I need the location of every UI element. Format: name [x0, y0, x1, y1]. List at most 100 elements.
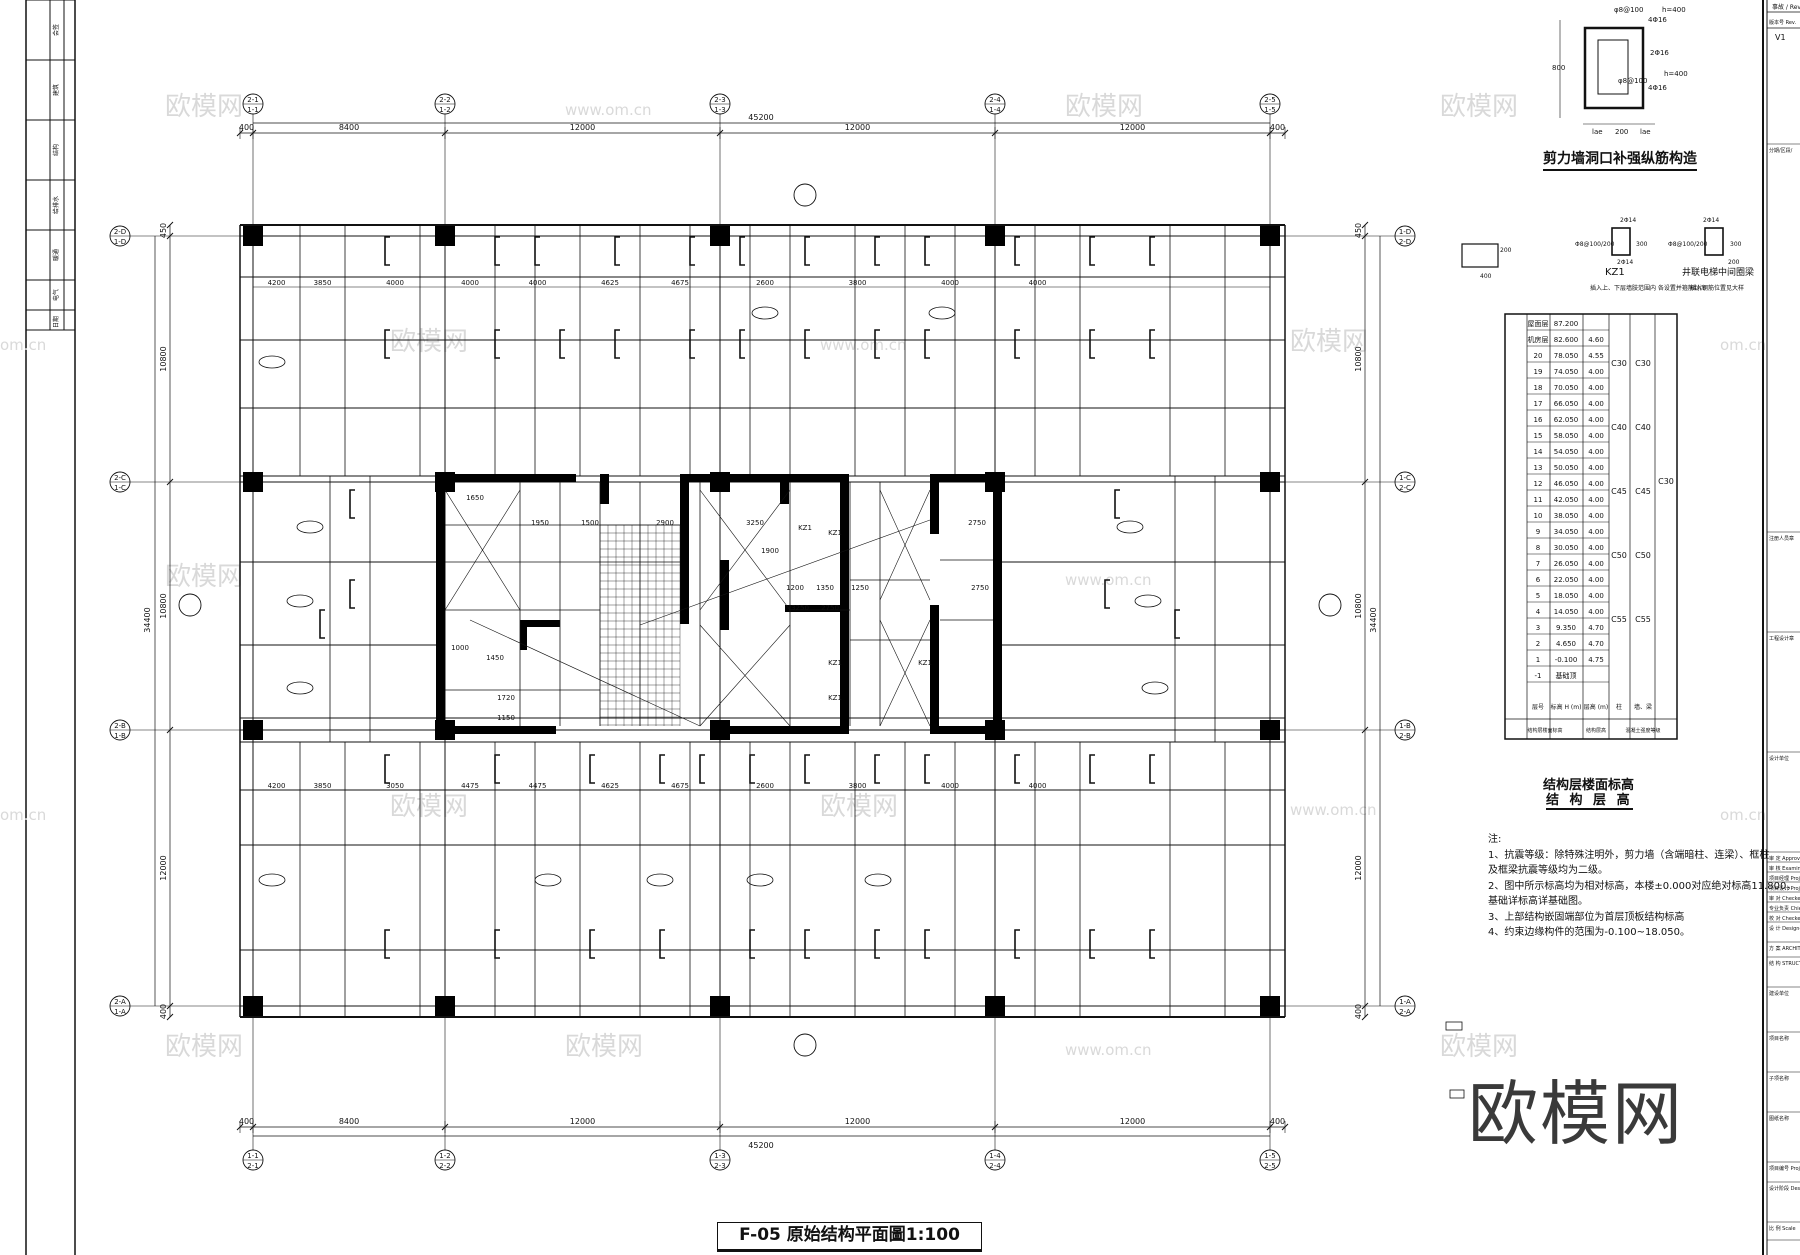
core-dim-text: 3250	[746, 519, 764, 527]
level-elevation: 34.050	[1554, 528, 1579, 536]
level-floor: 9	[1536, 528, 1540, 536]
level-floor: 机房层	[1528, 335, 1549, 344]
column	[1260, 720, 1280, 740]
dim-text: 12000	[570, 123, 595, 132]
title-row-label: 子项名称	[1769, 1075, 1789, 1082]
note-line: 1、抗震等级：除特殊注明外，剪力墙（含端暗柱、连梁）、框柱	[1488, 849, 1770, 861]
watermark-text: om.cn	[0, 806, 46, 824]
grid-label: 1-A	[1399, 998, 1411, 1006]
level-floor: 11	[1534, 496, 1543, 504]
level-height: 4.60	[1588, 336, 1604, 344]
strip-label: 建筑	[52, 84, 60, 96]
dim-text: 8400	[339, 123, 359, 132]
section-marker	[793, 183, 817, 207]
wall-segment	[924, 929, 930, 959]
title-row-label: 项目经理 Proj. Manager	[1769, 875, 1800, 882]
row-dim-text: 4625	[601, 279, 619, 287]
core-dim-text: 2750	[971, 584, 989, 592]
level-elevation: 42.050	[1554, 496, 1579, 504]
level-floor: 8	[1536, 544, 1540, 552]
shear-wall	[930, 605, 939, 730]
wall-segment	[804, 754, 810, 784]
level-height: 4.00	[1588, 592, 1604, 600]
title-row-label: 分期/区段/	[1769, 147, 1793, 154]
beam-label: 井联电梯中间圈梁	[1682, 266, 1754, 278]
title-row-label: 设计单位	[1769, 755, 1789, 762]
grid-label: 2-3	[714, 1162, 725, 1170]
title-row-label: 校 对 Checked	[1769, 915, 1800, 922]
opening-diagonal	[639, 519, 931, 626]
row-dim-text: 4000	[941, 782, 959, 790]
vdim-text: 10800	[1354, 593, 1363, 618]
watermark-text: 欧模网	[1290, 327, 1368, 357]
table-header: 墙、梁	[1634, 703, 1652, 711]
big-watermark-logo: 欧模网	[1468, 1073, 1684, 1155]
slab-opening	[1141, 681, 1169, 695]
row-dim-text: 3050	[386, 782, 404, 790]
level-elevation: -0.100	[1555, 656, 1578, 664]
row-dim-text: 3850	[314, 782, 332, 790]
level-height: 4.00	[1588, 544, 1604, 552]
strip-label: 给排水	[52, 196, 60, 214]
wall-segment	[1089, 754, 1095, 784]
level-elevation: 50.050	[1554, 464, 1579, 472]
level-height: 4.00	[1588, 432, 1604, 440]
dimension-layer: 2-11-12-21-22-31-32-41-42-51-51-12-11-22…	[109, 93, 1416, 1171]
grid-label: 2-2	[439, 1162, 450, 1170]
wall-segment	[749, 754, 755, 784]
row-dim-text: 2600	[756, 782, 774, 790]
title-row-label: 建设单位	[1769, 990, 1789, 997]
wall-segment	[659, 929, 665, 959]
wall-segment	[349, 489, 355, 519]
title-row-label: 专业负责 Chief	[1769, 905, 1800, 912]
vdim-text: 10800	[159, 346, 168, 371]
detail-label: h=400	[1662, 6, 1686, 14]
detail-label: 4Φ16	[1648, 84, 1667, 92]
grid-label: 1-B	[1399, 722, 1411, 730]
wall-segment	[559, 329, 565, 359]
wall-segment	[494, 929, 500, 959]
column-section	[1461, 243, 1499, 268]
slab-opening	[751, 306, 779, 320]
watermark-text: www.om.cn	[565, 101, 652, 119]
core-dim-text: 2750	[968, 519, 986, 527]
detail-label: 2Φ16	[1650, 49, 1669, 57]
core-dim-text: 1250	[851, 584, 869, 592]
wall-segment	[1149, 929, 1155, 959]
row-dim-text: 3800	[849, 279, 867, 287]
column-detail-dim: 400	[1480, 273, 1492, 280]
wall-segment	[319, 609, 325, 639]
column-detail-dim: 2Φ14	[1703, 217, 1719, 224]
column	[243, 226, 263, 246]
level-grade: C40	[1611, 423, 1627, 432]
level-elevation: 22.050	[1554, 576, 1579, 584]
wall-segment	[1014, 754, 1020, 784]
level-grade: C55	[1635, 615, 1651, 624]
core-dim-text: KZ1	[828, 694, 842, 702]
wall-segment	[494, 329, 500, 359]
dim-text: 12000	[1120, 1117, 1145, 1126]
note-line: 3、上部结构嵌固端部位为首层顶板结构标高	[1488, 911, 1685, 923]
wall-segment	[1149, 754, 1155, 784]
wall-segment	[874, 329, 880, 359]
left-signature-strip	[25, 0, 76, 1255]
level-elevation: 74.050	[1554, 368, 1579, 376]
level-grade: C50	[1611, 551, 1627, 560]
level-floor: 18	[1534, 384, 1543, 392]
table-footer: 结构层高	[1586, 727, 1606, 734]
strip-label: 日期	[52, 316, 60, 328]
column	[1260, 226, 1280, 246]
shear-wall	[436, 474, 576, 482]
column	[1260, 996, 1280, 1016]
column-detail-dim: Φ8@100/200	[1668, 241, 1708, 248]
kz1-label: KZ1	[1605, 267, 1625, 278]
dim-tick	[166, 232, 174, 240]
level-grade: C30	[1635, 359, 1651, 368]
detail-label: lae	[1592, 128, 1603, 136]
core-dim-text: 1950	[531, 519, 549, 527]
level-elevation: 54.050	[1554, 448, 1579, 456]
section-marker	[1318, 593, 1342, 617]
dim-text: 400	[239, 123, 254, 132]
column-detail-dim: Φ8@100/200	[1575, 241, 1615, 248]
